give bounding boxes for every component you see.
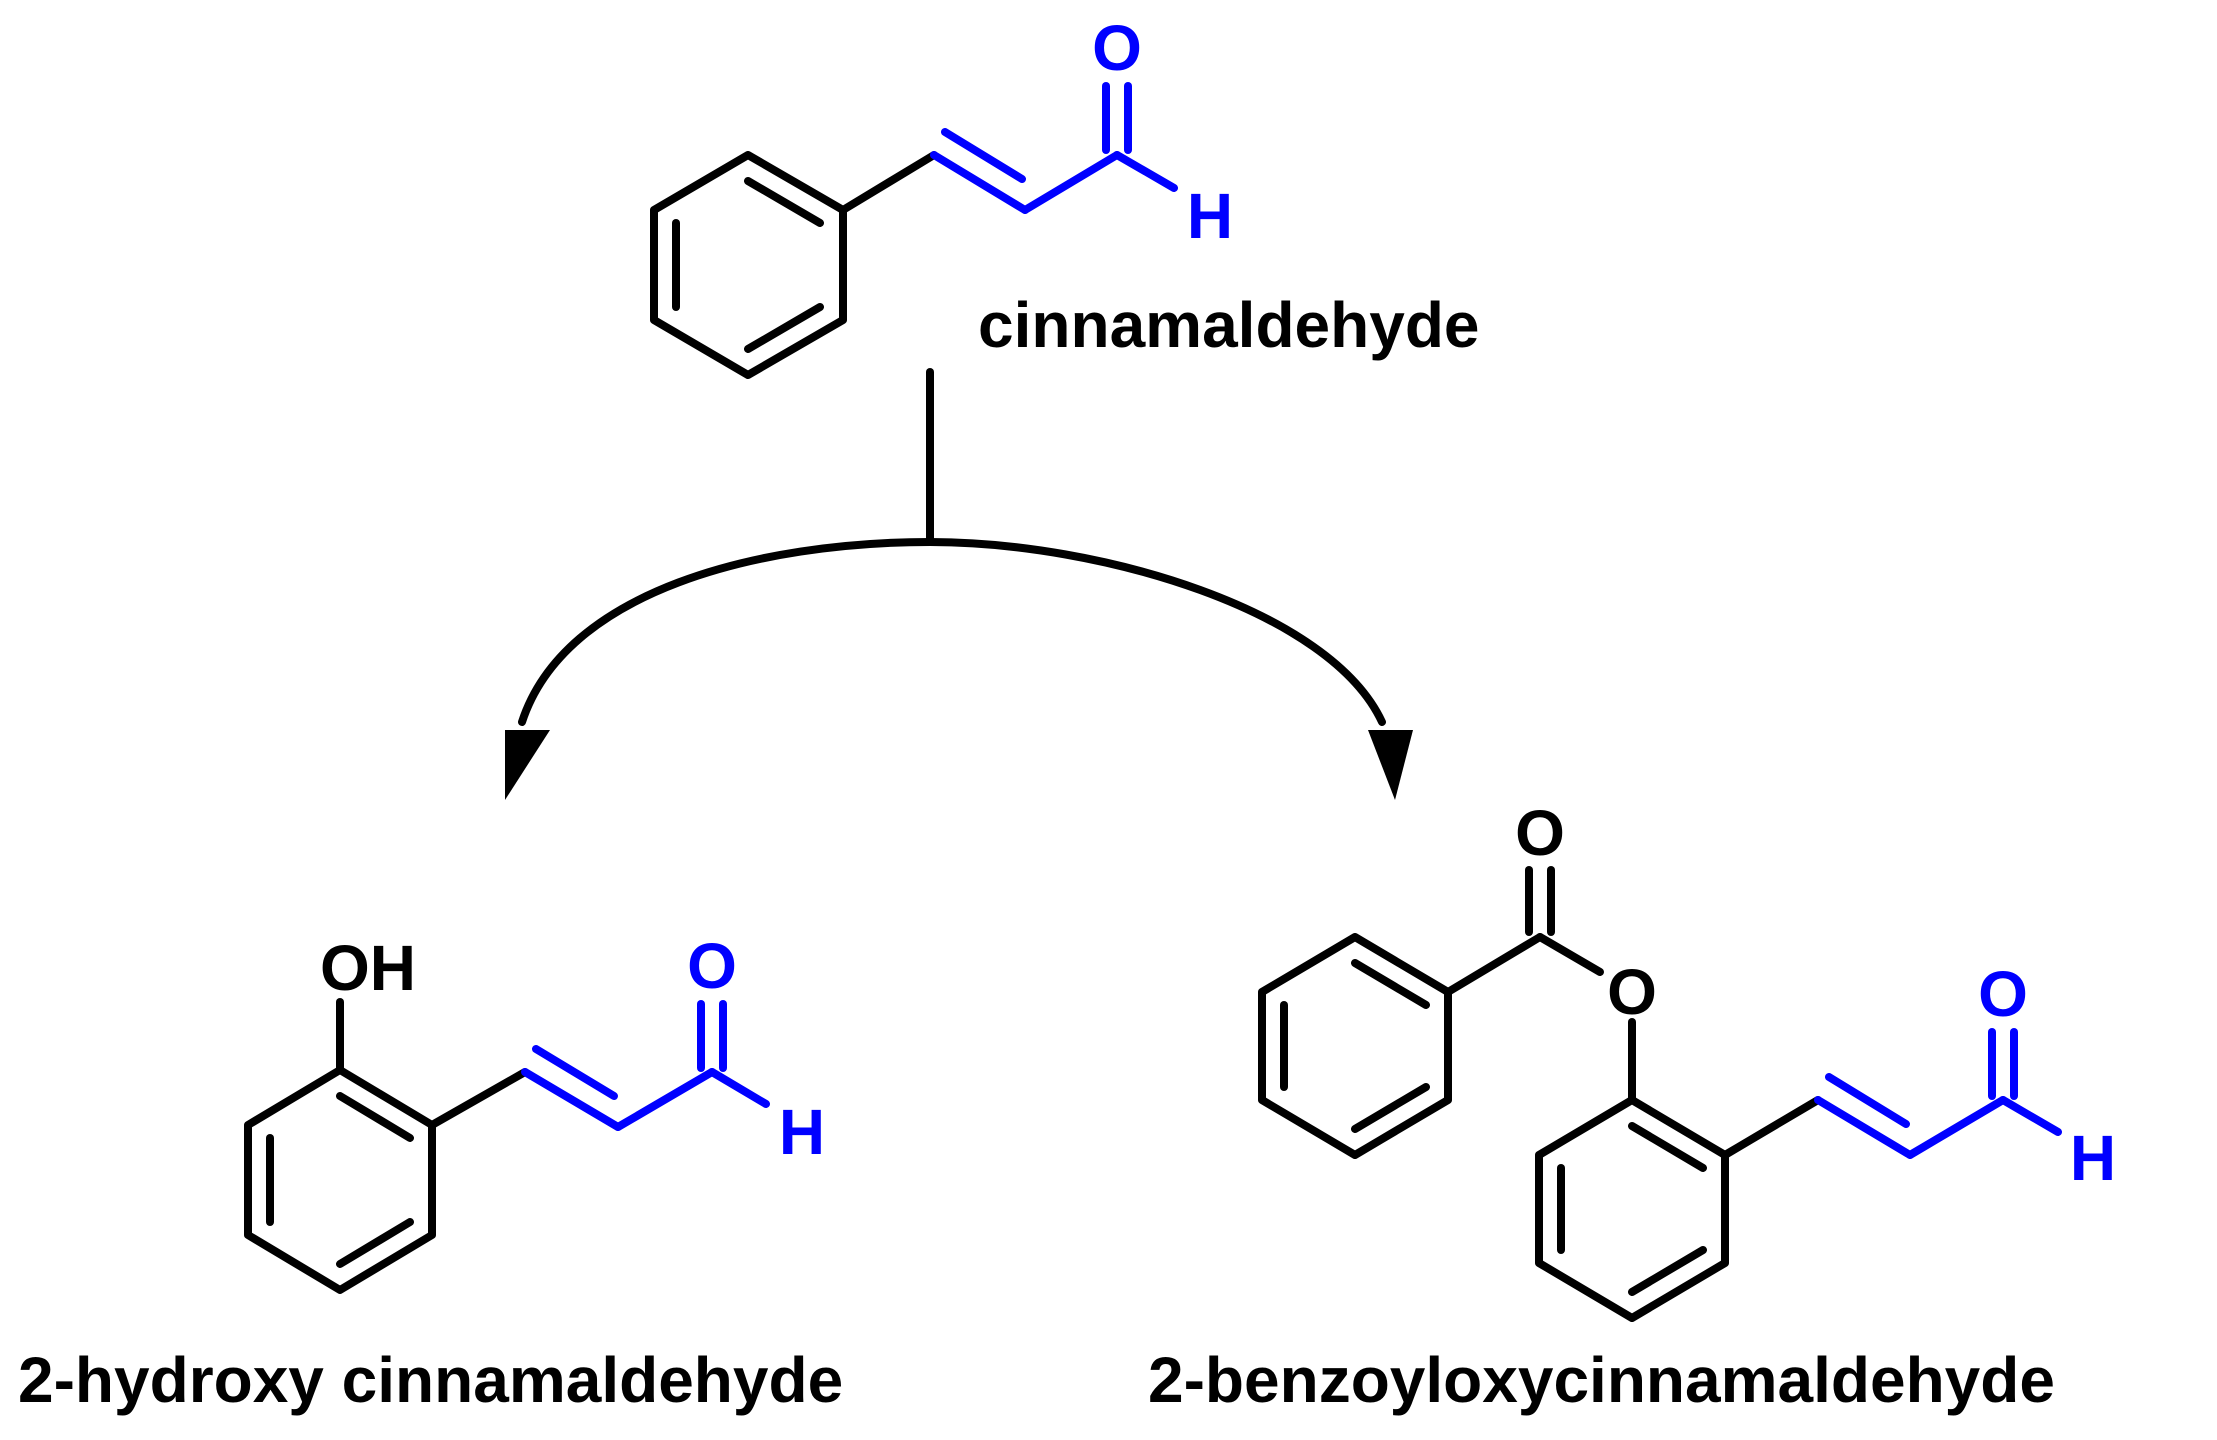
label-cinnamaldehyde: cinnamaldehyde — [978, 289, 1480, 361]
atom-O: O — [1092, 12, 1142, 84]
benzoyl-phenyl-ring — [1258, 933, 1452, 1159]
phenyl-ring — [244, 1066, 436, 1294]
reaction-arrows — [518, 368, 1386, 726]
arrow-curve-left — [518, 538, 934, 726]
arrow-curve-right — [926, 538, 1386, 726]
label-2-benzoyloxycinnamaldehyde: 2-benzoyloxycinnamaldehyde — [1148, 1344, 2055, 1416]
aldehyde-chain — [521, 1000, 770, 1131]
ester-group — [1444, 866, 1636, 1104]
aldehyde-chain — [1814, 1028, 2062, 1159]
atom-OH: OH — [320, 932, 416, 1004]
aldehyde-chain — [930, 82, 1178, 214]
cinnamyl-phenyl-ring — [1535, 1096, 1729, 1322]
arrowhead-right — [1368, 730, 1413, 800]
bond-ring-to-chain — [1721, 1096, 1822, 1159]
2-hydroxy-cinnamaldehyde-structure: OH O H — [244, 930, 825, 1294]
atom-H: H — [2070, 1122, 2116, 1194]
bond-ring-to-chain — [839, 151, 938, 214]
2-benzoyloxycinnamaldehyde-structure: O O O H — [1258, 797, 2116, 1322]
cinnamaldehyde-structure: O H — [650, 12, 1233, 379]
atom-ester-O-carbonyl: O — [1515, 797, 1565, 869]
bond-ring-to-chain — [428, 1068, 529, 1129]
atom-ester-O: O — [1607, 956, 1657, 1028]
label-2-hydroxy-cinnamaldehyde: 2-hydroxy cinnamaldehyde — [18, 1344, 843, 1416]
atom-H: H — [779, 1096, 825, 1168]
phenyl-ring — [650, 151, 847, 379]
atom-O: O — [687, 930, 737, 1002]
arrowhead-left — [505, 730, 550, 800]
atom-H: H — [1187, 180, 1233, 252]
atom-O: O — [1978, 958, 2028, 1030]
